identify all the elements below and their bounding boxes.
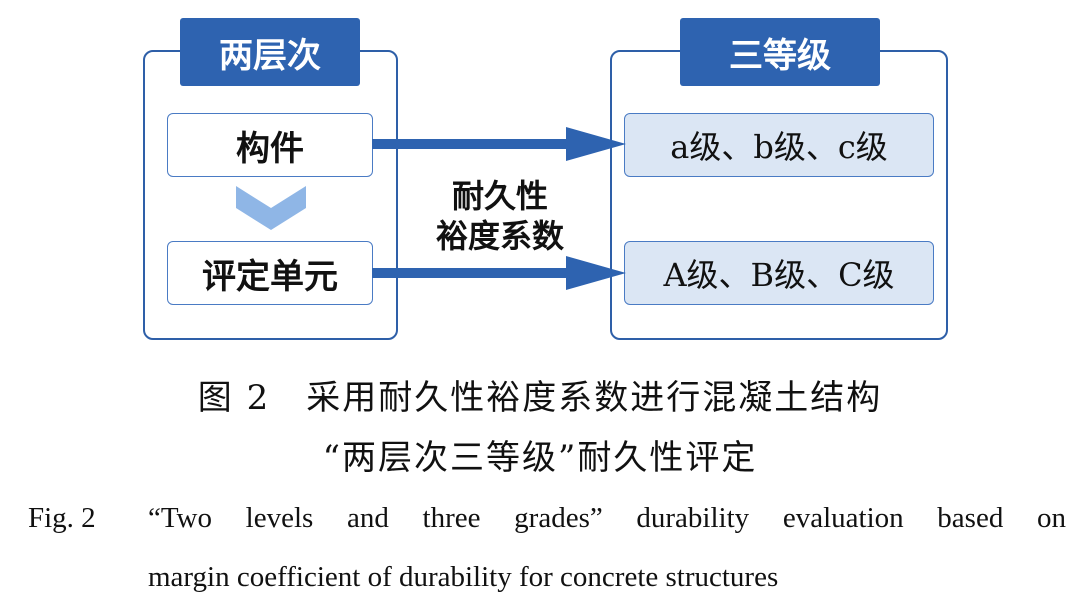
caption-en-fig-label: Fig. 2 (28, 502, 96, 534)
center-label-line1: 耐久性 (451, 177, 548, 215)
arrow-right-icon (372, 127, 626, 161)
caption-en-line2: margin coefficient of durability for con… (148, 561, 779, 593)
caption-cn-line1: 图 2 采用耐久性裕度系数进行混凝土结构 (197, 378, 883, 418)
right-panel-header: 三等级 (680, 18, 880, 86)
arrow-right-icon (372, 256, 626, 290)
center-label-line2: 裕度系数 (435, 217, 564, 255)
caption-en-line1: “Two levels and three grades” durability… (148, 502, 1066, 534)
component-box: 构件 (167, 113, 373, 177)
chevron-down-icon (236, 186, 306, 230)
evaluation-unit-box: 评定单元 (167, 241, 373, 305)
left-panel-header: 两层次 (180, 18, 360, 86)
durability-margin-coefficient-label: 耐久性 裕度系数 (400, 176, 600, 256)
uppercase-grades-box: A级、B级、C级 (624, 241, 934, 305)
lowercase-grades-box: a级、b级、c级 (624, 113, 934, 177)
caption-cn-line2: “两层次三等级”耐久性评定 (322, 438, 758, 478)
